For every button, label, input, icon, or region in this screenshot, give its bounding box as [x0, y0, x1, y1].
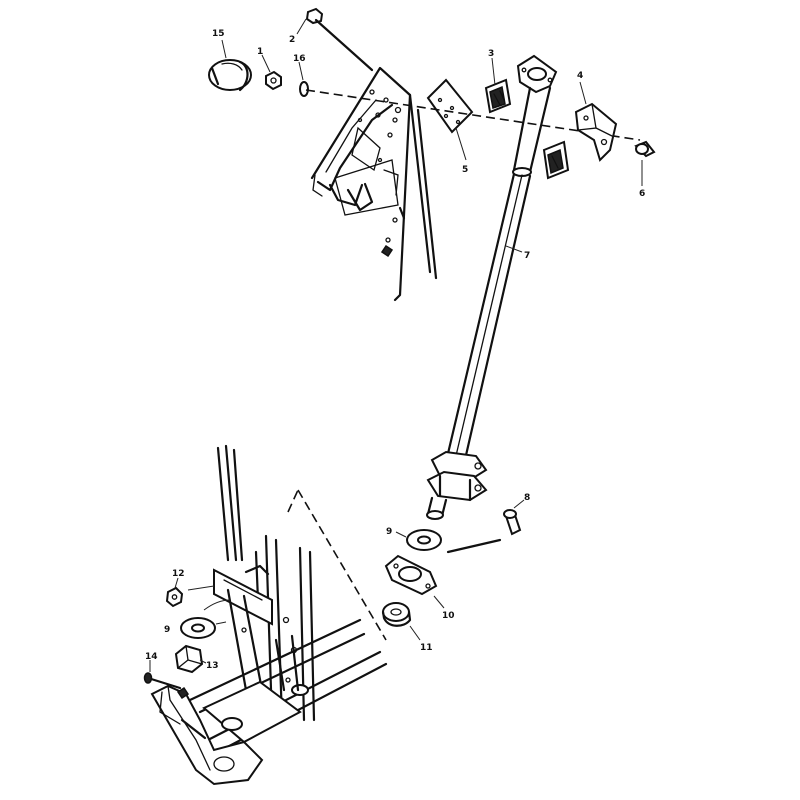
callout-5: 5 — [462, 165, 468, 175]
bracket-part-4 — [574, 81, 618, 162]
callout-1: 1 — [257, 47, 263, 57]
steering-column-part-7 — [426, 54, 558, 520]
callout-9-upper: 9 — [386, 527, 392, 537]
pin-part-8 — [503, 499, 525, 536]
plate-part-5 — [426, 78, 474, 161]
callout-10: 10 — [442, 611, 455, 621]
callout-7: 7 — [524, 251, 530, 261]
callout-8: 8 — [524, 493, 530, 503]
callout-2: 2 — [289, 35, 295, 45]
callout-15: 15 — [212, 29, 225, 39]
nut-part-1 — [261, 54, 282, 91]
nut-part-12 — [165, 577, 184, 608]
callout-9-lower: 9 — [164, 625, 170, 635]
washer-part-9-upper — [395, 529, 442, 551]
clamp-part-3b — [542, 140, 570, 180]
washer-part-9-lower — [180, 617, 227, 639]
washer-part-16 — [298, 61, 309, 97]
callout-12: 12 — [172, 569, 185, 579]
callout-3: 3 — [488, 49, 494, 59]
callout-labels: 15 1 16 2 3 4 5 6 7 8 9 10 11 12 9 13 14 — [145, 29, 645, 671]
flange-bearing-part-10 — [384, 554, 445, 609]
pin-part-6 — [634, 140, 656, 186]
bushing-part-11 — [381, 602, 421, 641]
callout-16: 16 — [293, 54, 306, 64]
callout-4: 4 — [577, 71, 583, 81]
bolt-part-2 — [296, 7, 374, 72]
nut-part-13 — [174, 644, 207, 674]
lower-frame — [150, 444, 388, 786]
callout-6: 6 — [639, 189, 645, 199]
callout-11: 11 — [420, 643, 433, 653]
clamp-part-3 — [484, 57, 512, 114]
callout-13: 13 — [206, 661, 219, 671]
bushing-part-15 — [208, 39, 252, 92]
callout-14: 14 — [145, 652, 158, 662]
bolt-part-14 — [143, 660, 182, 690]
dash-panel-bracket — [310, 66, 438, 302]
